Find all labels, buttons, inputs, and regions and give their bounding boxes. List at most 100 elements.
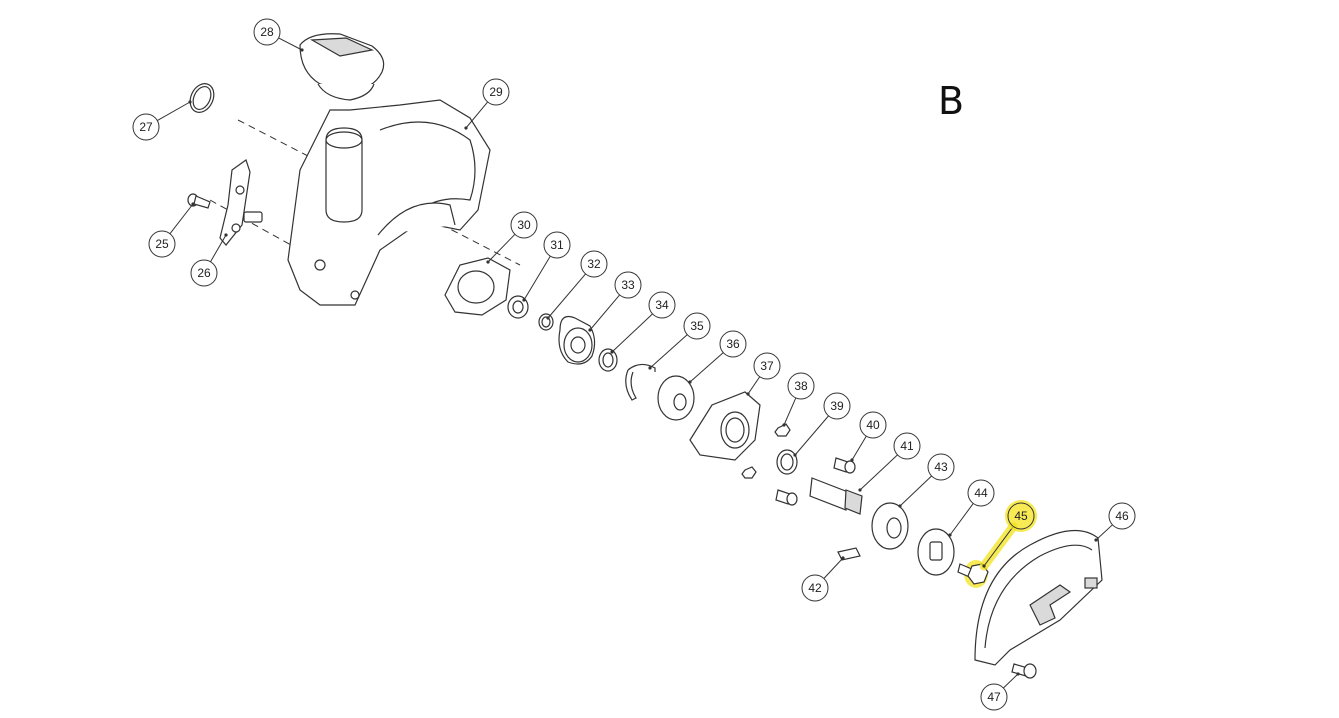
part-o-ring — [189, 83, 215, 113]
callout-number-35: 35 — [690, 319, 704, 333]
leader-line-45 — [983, 526, 1014, 567]
callout-34: 34 — [648, 291, 676, 319]
leader-lines — [157, 37, 1113, 689]
part-shaft — [809, 477, 863, 515]
callout-33: 33 — [614, 271, 642, 299]
part-bearing-31 — [507, 295, 529, 319]
leader-tip-44 — [948, 533, 952, 537]
leader-tip-32 — [546, 316, 550, 320]
callout-layer: 2526272829303132333435363738394041424344… — [132, 18, 1136, 711]
callout-number-25: 25 — [155, 237, 169, 251]
leader-tip-30 — [486, 260, 490, 264]
leader-line-36 — [689, 352, 724, 383]
callout-circle-37 — [753, 352, 781, 380]
leader-line-35 — [649, 334, 688, 369]
leader-line-30 — [487, 233, 516, 263]
callout-number-37: 37 — [760, 359, 774, 373]
leader-line-47 — [1003, 673, 1019, 689]
callout-number-42: 42 — [808, 581, 822, 595]
part-key — [837, 547, 861, 561]
part-flange-43 — [871, 502, 909, 550]
callout-25: 25 — [148, 230, 176, 258]
callout-47: 47 — [980, 683, 1008, 711]
callout-46: 46 — [1108, 502, 1136, 530]
callout-27: 27 — [132, 113, 160, 141]
callout-40: 40 — [859, 411, 887, 439]
leader-tip-35 — [648, 366, 652, 370]
callout-number-32: 32 — [587, 257, 601, 271]
callout-circle-33 — [614, 271, 642, 299]
leader-tip-43 — [898, 504, 902, 508]
leader-line-32 — [547, 273, 586, 319]
part-gasket — [444, 257, 511, 316]
part-handle-cap — [299, 33, 385, 101]
leader-line-33 — [589, 294, 620, 331]
leader-tip-39 — [793, 453, 797, 457]
part-screw-25 — [187, 193, 211, 209]
callout-number-27: 27 — [139, 120, 153, 134]
leader-tip-45 — [982, 564, 986, 568]
callout-circle-29 — [482, 78, 510, 106]
leader-tip-42 — [841, 556, 845, 560]
callout-number-47: 47 — [987, 690, 1001, 704]
callout-number-31: 31 — [550, 238, 564, 252]
leader-tip-31 — [522, 298, 526, 302]
part-mounting-bracket — [219, 159, 263, 246]
section-letter: B — [938, 79, 964, 123]
callout-circle-44 — [967, 479, 995, 507]
callout-circle-27 — [132, 113, 160, 141]
leader-tip-25 — [191, 202, 195, 206]
callout-number-30: 30 — [517, 218, 531, 232]
leader-tip-41 — [858, 488, 862, 492]
part-screw-40 — [833, 457, 856, 474]
callout-circle-43 — [927, 453, 955, 481]
callout-number-45: 45 — [1014, 509, 1028, 523]
callout-26: 26 — [190, 259, 218, 287]
callout-circle-41 — [893, 432, 921, 460]
callout-circle-28 — [253, 18, 281, 46]
leader-tip-47 — [1016, 672, 1020, 676]
leader-tip-40 — [850, 458, 854, 462]
leader-line-29 — [465, 101, 489, 129]
part-bearing-33 — [558, 315, 596, 365]
part-nut-small — [741, 466, 757, 479]
callout-37: 37 — [753, 352, 781, 380]
part-blade-guard — [974, 529, 1103, 666]
leader-line-38 — [783, 397, 797, 426]
part-ring-34 — [598, 348, 618, 372]
callout-circle-35 — [683, 312, 711, 340]
leader-line-42 — [823, 557, 844, 579]
part-screw-40b — [775, 489, 798, 506]
callout-39: 39 — [823, 392, 851, 420]
callout-number-44: 44 — [974, 486, 988, 500]
leader-line-46 — [1095, 524, 1113, 541]
part-ring-32 — [538, 313, 554, 331]
callout-36: 36 — [719, 330, 747, 358]
callout-circle-39 — [823, 392, 851, 420]
callout-circle-40 — [859, 411, 887, 439]
leader-line-43 — [899, 475, 932, 507]
callout-number-34: 34 — [655, 298, 669, 312]
part-circlip — [625, 363, 656, 401]
callout-circle-45 — [1007, 502, 1035, 530]
leader-tip-37 — [746, 392, 750, 396]
callout-circle-46 — [1108, 502, 1136, 530]
callout-43: 43 — [927, 453, 955, 481]
callout-41: 41 — [893, 432, 921, 460]
leader-tip-26 — [224, 233, 228, 237]
leader-tip-29 — [464, 126, 468, 130]
leader-tip-36 — [688, 380, 692, 384]
callout-circle-47 — [980, 683, 1008, 711]
leader-line-34 — [611, 313, 653, 353]
leader-line-40 — [851, 435, 867, 461]
leader-tip-46 — [1094, 538, 1098, 542]
callout-circle-25 — [148, 230, 176, 258]
callout-32: 32 — [580, 250, 608, 278]
callout-number-39: 39 — [830, 399, 844, 413]
leader-line-41 — [859, 454, 898, 491]
part-bearing-housing — [689, 391, 761, 461]
leader-tip-34 — [610, 350, 614, 354]
leader-line-37 — [747, 376, 761, 395]
callout-44: 44 — [967, 479, 995, 507]
leader-line-27 — [157, 101, 191, 122]
